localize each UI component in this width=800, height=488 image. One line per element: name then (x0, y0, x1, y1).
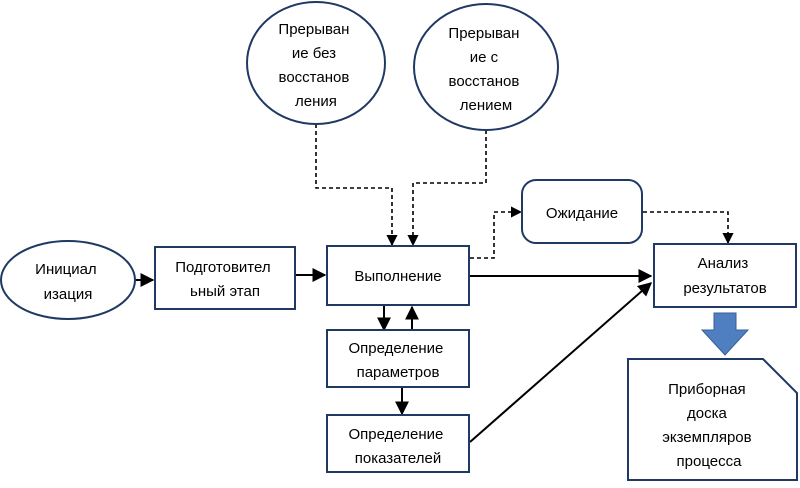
node-dashboard-line-1: Приборная (668, 381, 746, 398)
svg-text:Прерыван ие без во: Прерыван ие без восстанов ления (278, 21, 353, 110)
node-indicators-line-2: показателей (355, 450, 441, 467)
svg-text:Определение параметров: Определение параметров (348, 340, 447, 381)
arrow-exec-to-wait (470, 206, 523, 259)
node-indicators-line-1: Определение (348, 426, 443, 443)
node-params-line-1: Определение (348, 340, 443, 357)
node-init: Инициал изация (0, 240, 136, 320)
block-arrow-down (700, 312, 750, 356)
node-analysis-line-2: результатов (683, 280, 766, 297)
svg-text:Ожидание: Ожидание (546, 205, 618, 222)
node-interrupt2-line-4: лением (460, 97, 512, 114)
node-interrupt2-line-3: восстанов (449, 73, 520, 90)
node-waiting: Ожидание (521, 179, 643, 244)
node-params-line-2: параметров (357, 364, 440, 381)
svg-text:Инициал изация: Инициал изация (35, 261, 101, 303)
node-interrupt1-line-1: Прерыван (278, 21, 349, 38)
node-analysis-line-1: Анализ (698, 255, 749, 272)
svg-text:Приборная доска эк: Приборная доска экземпляров процесса (662, 381, 756, 470)
node-interrupt-with-restore: Прерыван ие с восстанов лением (413, 3, 559, 131)
node-interrupt2-line-2: ие с (470, 49, 499, 66)
node-execution: Выполнение (326, 245, 470, 306)
arrow-interrupt1-to-exec (315, 124, 398, 247)
node-preparation: Подготовител ьный этап (154, 246, 296, 310)
node-exec-label: Выполнение (354, 268, 441, 285)
node-dashboard-line-2: доска (687, 405, 727, 422)
node-interrupt1-line-2: ие без (292, 45, 336, 62)
node-wait-label: Ожидание (546, 205, 618, 222)
node-interrupt1-line-4: ления (295, 93, 337, 110)
node-parameters: Определение параметров (326, 329, 470, 388)
svg-text:Подготовител ьный этап: Подготовител ьный этап (175, 259, 275, 300)
node-interrupt-without-restore: Прерыван ие без восстанов ления (246, 1, 386, 125)
arrow-interrupt2-to-exec (407, 130, 487, 247)
svg-text:Анализ результатов: Анализ результатов (683, 255, 766, 297)
node-init-line-2: изация (44, 286, 93, 303)
node-interrupt2-line-1: Прерыван (448, 25, 519, 42)
svg-text:Выполнение: Выполнение (354, 268, 441, 285)
node-dashboard-line-3: экземпляров (662, 429, 751, 446)
node-init-line-1: Инициал (35, 261, 97, 278)
node-dashboard-line-4: процесса (677, 453, 743, 470)
svg-text:Определение показателей: Определение показателей (348, 426, 447, 467)
node-indicators: Определение показателей (326, 414, 470, 473)
node-prep-line-2: ьный этап (190, 283, 260, 300)
arrow-wait-to-analysis (643, 211, 734, 245)
connectors (135, 124, 734, 443)
node-dashboard: Приборная доска экземпляров процесса (627, 358, 798, 481)
svg-text:Прерыван ие с восс: Прерыван ие с восстанов лением (448, 25, 523, 114)
node-prep-line-1: Подготовител (175, 259, 270, 276)
arrow-indicators-to-analysis (469, 282, 653, 443)
node-analysis: Анализ результатов (653, 243, 797, 308)
node-interrupt1-line-3: восстанов (279, 69, 350, 86)
